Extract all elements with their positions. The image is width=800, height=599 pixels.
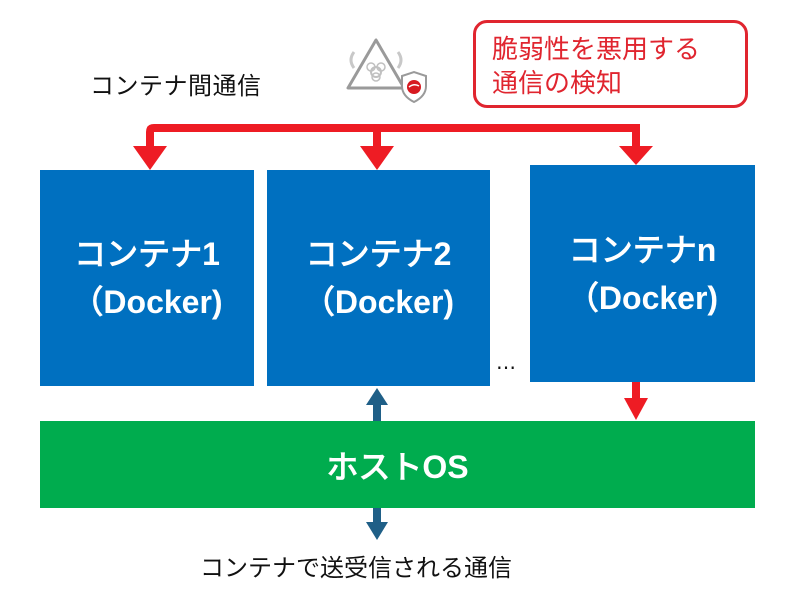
host-traffic-arrows — [366, 388, 388, 540]
red-bracket-mid-stem — [373, 124, 381, 148]
red-bracket-line — [146, 124, 640, 148]
container-name: コンテナn — [568, 231, 717, 268]
arrow-containern-to-host — [624, 398, 648, 420]
container-name: コンテナ2 — [305, 236, 452, 272]
detection-callout-text: 脆弱性を悪用する 通信の検知 — [492, 33, 700, 101]
container-1-box: コンテナ1 （Docker) — [40, 170, 254, 386]
container-traffic-label: コンテナで送受信される通信 — [200, 554, 512, 582]
container-2-box: コンテナ2 （Docker) — [267, 170, 490, 386]
host-os-bar: ホストOS — [40, 421, 755, 508]
biohazard-warning-icon — [346, 38, 406, 90]
arrow-host-container2-stem — [373, 404, 381, 421]
arrow-to-container2 — [360, 146, 394, 170]
detection-callout: 脆弱性を悪用する 通信の検知 — [473, 20, 748, 108]
detection-line-2: 通信の検知 — [492, 69, 623, 99]
host-os-label: ホストOS — [326, 448, 469, 485]
more-containers-ellipsis: … — [496, 350, 518, 374]
container-name: コンテナ1 — [74, 236, 220, 272]
shield-icon — [401, 70, 427, 104]
arrow-host-external-stem — [373, 508, 381, 524]
arrow-host-to-container2 — [366, 388, 388, 405]
container-n-box: コンテナn （Docker) — [530, 165, 755, 382]
arrow-containern-host-stem — [632, 382, 640, 400]
container-runtime: （Docker) — [302, 284, 455, 320]
detection-line-1: 脆弱性を悪用する — [492, 35, 701, 65]
container-runtime: （Docker) — [566, 279, 719, 316]
inter-container-arrows — [133, 124, 653, 420]
arrow-to-container1 — [133, 146, 167, 170]
arrow-to-containern — [619, 146, 653, 165]
inter-container-label: コンテナ間通信 — [90, 72, 262, 100]
container-runtime: （Docker) — [71, 284, 223, 320]
arrow-host-to-external — [366, 522, 388, 540]
